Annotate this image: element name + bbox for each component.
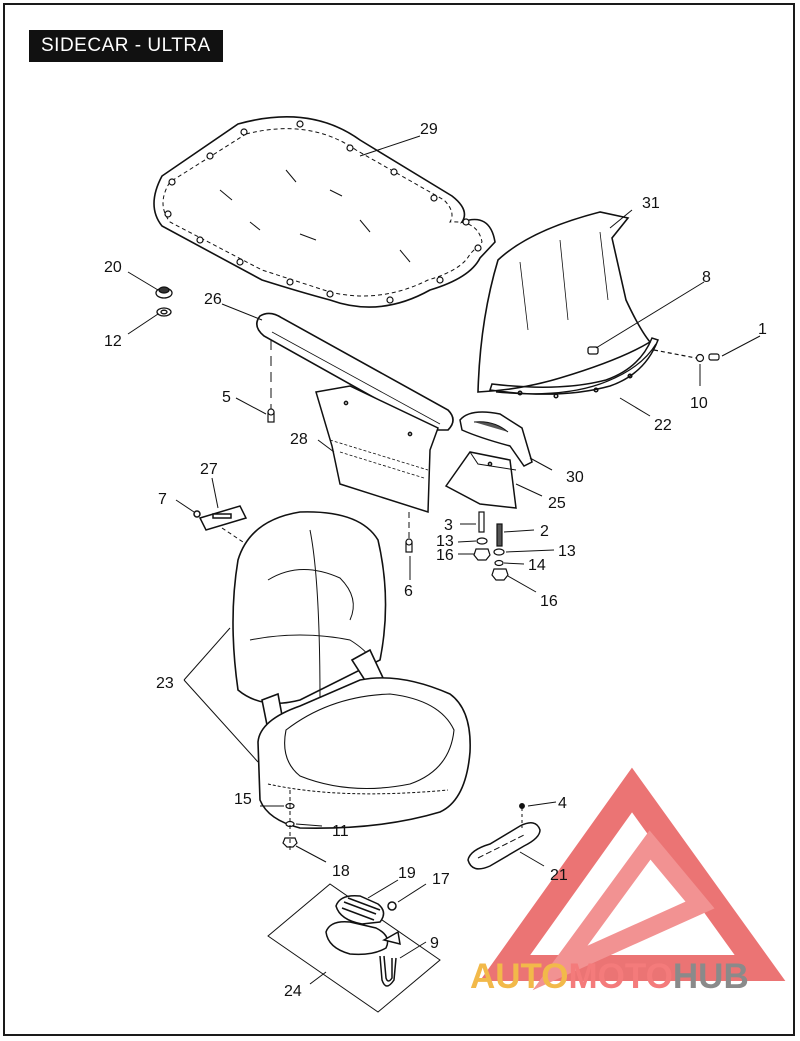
callout-11: 11 — [332, 823, 349, 840]
page-title: SIDECAR - ULTRA — [29, 30, 223, 62]
screw-and-nut-right — [653, 349, 720, 363]
seat-fasteners — [282, 790, 298, 850]
callout-30: 30 — [566, 469, 584, 486]
callout-21: 21 — [550, 867, 568, 884]
windshield-trim — [489, 337, 659, 399]
callout-27: 27 — [200, 461, 218, 478]
u-bolt — [379, 955, 397, 987]
callout-25: 25 — [548, 495, 566, 512]
callout-15: 15 — [234, 791, 252, 808]
callout-10: 10 — [690, 395, 708, 412]
windshield — [477, 211, 657, 395]
grommet-and-washer — [155, 286, 173, 317]
callout-4: 4 — [558, 795, 567, 812]
callout-16b: 16 — [540, 593, 558, 610]
callout-8: 8 — [702, 269, 711, 286]
callout-9: 9 — [430, 935, 439, 952]
footrest-assembly — [267, 883, 441, 1013]
callout-1: 1 — [758, 321, 767, 338]
footrest-plate — [467, 803, 541, 870]
seat-bracket — [193, 505, 248, 545]
mount-block — [444, 451, 517, 509]
callout-28: 28 — [290, 431, 308, 448]
callout-12: 12 — [104, 333, 122, 350]
callout-17: 17 — [432, 871, 450, 888]
watermark-text: AUTOMOTOHUB — [470, 957, 749, 996]
callout-20: 20 — [104, 259, 122, 276]
callout-24: 24 — [284, 983, 302, 1000]
callout-labels: 29 31 8 1 10 22 20 12 26 5 28 30 25 3 2 … — [104, 121, 767, 1000]
callout-14: 14 — [528, 557, 546, 574]
callout-29: 29 — [420, 121, 438, 138]
watermark-hub: HUB — [673, 957, 749, 996]
callout-5: 5 — [222, 389, 231, 406]
tonneau-cover — [153, 116, 496, 308]
callout-31: 31 — [642, 195, 660, 212]
callout-19: 19 — [398, 865, 416, 882]
watermark-auto: AUTO — [470, 957, 569, 996]
backrest-bar — [256, 312, 454, 431]
callout-23: 23 — [156, 675, 174, 692]
callout-13a: 13 — [436, 533, 454, 550]
callout-16a: 16 — [436, 547, 454, 564]
screw-6 — [405, 538, 413, 553]
callout-22: 22 — [654, 417, 672, 434]
watermark-moto: MOTO — [569, 957, 673, 996]
callout-7: 7 — [158, 491, 167, 508]
callout-6: 6 — [404, 583, 413, 600]
windshield-bracket — [459, 411, 533, 467]
footpeg-rubber — [335, 894, 385, 925]
watermark-logo-icon — [479, 767, 786, 991]
callout-3: 3 — [444, 517, 453, 534]
callout-13b: 13 — [558, 543, 576, 560]
studs-washers-nuts — [473, 511, 509, 581]
callout-18: 18 — [332, 863, 350, 880]
screw-5 — [267, 408, 275, 423]
windshield-fastener — [587, 346, 599, 355]
callout-26: 26 — [204, 291, 222, 308]
sidecar-seat — [232, 511, 471, 829]
footpeg-pad — [325, 901, 401, 956]
leader-lines — [127, 135, 761, 985]
callout-2: 2 — [540, 523, 549, 540]
storage-pouch — [315, 385, 439, 540]
